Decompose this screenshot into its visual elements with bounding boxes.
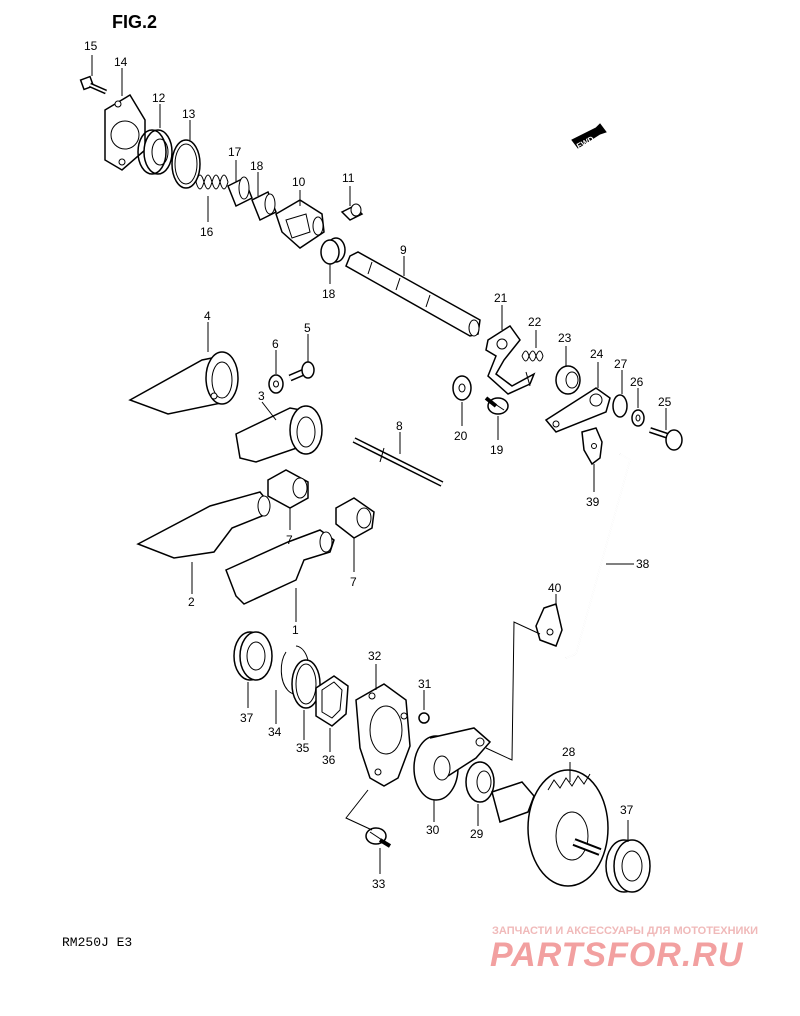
part-17-collar (227, 176, 253, 208)
part-16-spring (195, 174, 229, 190)
part-20-washer (452, 375, 472, 401)
part-39-clip (581, 427, 603, 466)
part-37-bearing-a (233, 631, 273, 681)
part-24-lever (544, 387, 611, 433)
part-13-o-ring (171, 139, 201, 189)
callout-35: 35 (296, 741, 310, 755)
part-1-valve (225, 529, 335, 605)
part-29-collar (465, 761, 495, 803)
part-5-screw (288, 361, 315, 382)
part-38-rod (565, 453, 631, 659)
callout-37b: 37 (620, 803, 634, 817)
fwd-arrow-icon: FWD (571, 123, 607, 151)
callout-11: 11 (342, 171, 355, 185)
callout-6: 6 (272, 337, 279, 351)
callout-23: 23 (558, 331, 572, 345)
callout-37a: 37 (240, 711, 254, 725)
callout-29: 29 (470, 827, 484, 841)
part-14-flange-plate (104, 93, 146, 171)
leader-3 (261, 401, 277, 421)
callout-7b: 7 (350, 575, 357, 589)
part-37-bearing-b (605, 839, 651, 893)
watermark-tagline: ЗАПЧАСТИ И АКСЕССУАРЫ ДЛЯ МОТОТЕХНИКИ (492, 925, 758, 937)
part-32-cover-plate (355, 683, 411, 787)
callout-13: 13 (182, 107, 196, 121)
callout-24: 24 (590, 347, 604, 361)
part-30-gear-plate (413, 727, 492, 801)
callout-33: 33 (372, 877, 386, 891)
callout-18-lower: 18 (322, 287, 336, 301)
part-8-pin-rod (352, 437, 444, 487)
part-28-gear-shaft (491, 769, 609, 887)
part-10-fork-joint (275, 199, 325, 249)
callout-34: 34 (268, 725, 282, 739)
callout-25: 25 (658, 395, 672, 409)
part-2-valve (136, 491, 271, 559)
part-22-spring (521, 350, 544, 387)
callout-3: 3 (258, 389, 265, 403)
part-35-o-ring (291, 659, 321, 709)
part-25-bolt (649, 427, 683, 451)
part-7-collar-a (267, 469, 309, 509)
callout-12: 12 (152, 91, 166, 105)
part-15-bolt (79, 75, 108, 95)
part-9-shaft (345, 251, 481, 337)
callout-2: 2 (188, 595, 195, 609)
callout-1: 1 (292, 623, 299, 637)
model-code: RM250J E3 (62, 935, 132, 950)
part-36-gasket (315, 675, 349, 727)
part-6-washer (268, 374, 284, 394)
callout-22: 22 (528, 315, 542, 329)
dashed-link-33 (345, 789, 373, 831)
callout-21: 21 (494, 291, 508, 305)
part-21-bracket (485, 324, 536, 395)
callout-39: 39 (586, 495, 600, 509)
callout-31: 31 (418, 677, 432, 691)
part-19-screw (484, 396, 509, 415)
part-18-bushing-lower (320, 237, 346, 265)
part-4-valve (128, 351, 239, 415)
callout-38: 38 (636, 557, 650, 571)
callout-20: 20 (454, 429, 468, 443)
part-7-collar-b (335, 497, 375, 539)
part-23-collar (555, 365, 581, 395)
dashed-link-40 (485, 621, 541, 761)
callout-36: 36 (322, 753, 336, 767)
part-33-screw (365, 827, 392, 848)
callout-32: 32 (368, 649, 382, 663)
callout-5: 5 (304, 321, 311, 335)
part-11-screw (340, 203, 364, 221)
part-12-oil-seal (137, 129, 173, 175)
part-31-ball (418, 712, 430, 724)
callout-19: 19 (490, 443, 504, 457)
callout-18-upper: 18 (250, 159, 264, 173)
callout-10: 10 (292, 175, 306, 189)
part-26-nut (631, 409, 645, 427)
callout-4: 4 (204, 309, 211, 323)
callout-26: 26 (630, 375, 644, 389)
part-18-bushing (251, 190, 277, 222)
callout-15: 15 (84, 39, 98, 53)
callout-40: 40 (548, 581, 562, 595)
part-3-valve (235, 405, 323, 463)
callout-27: 27 (614, 357, 628, 371)
callout-16: 16 (200, 225, 214, 239)
callout-9: 9 (400, 243, 407, 257)
figure-title: FIG.2 (112, 12, 157, 32)
callout-7a: 7 (286, 533, 293, 547)
callout-8: 8 (396, 419, 403, 433)
part-27-washer (612, 394, 628, 418)
part-40-clip (535, 603, 563, 647)
watermark-brand: PARTSFOR.RU (490, 936, 744, 974)
callout-14: 14 (114, 55, 128, 69)
callout-28: 28 (562, 745, 576, 759)
callout-30: 30 (426, 823, 440, 837)
callout-17: 17 (228, 145, 242, 159)
